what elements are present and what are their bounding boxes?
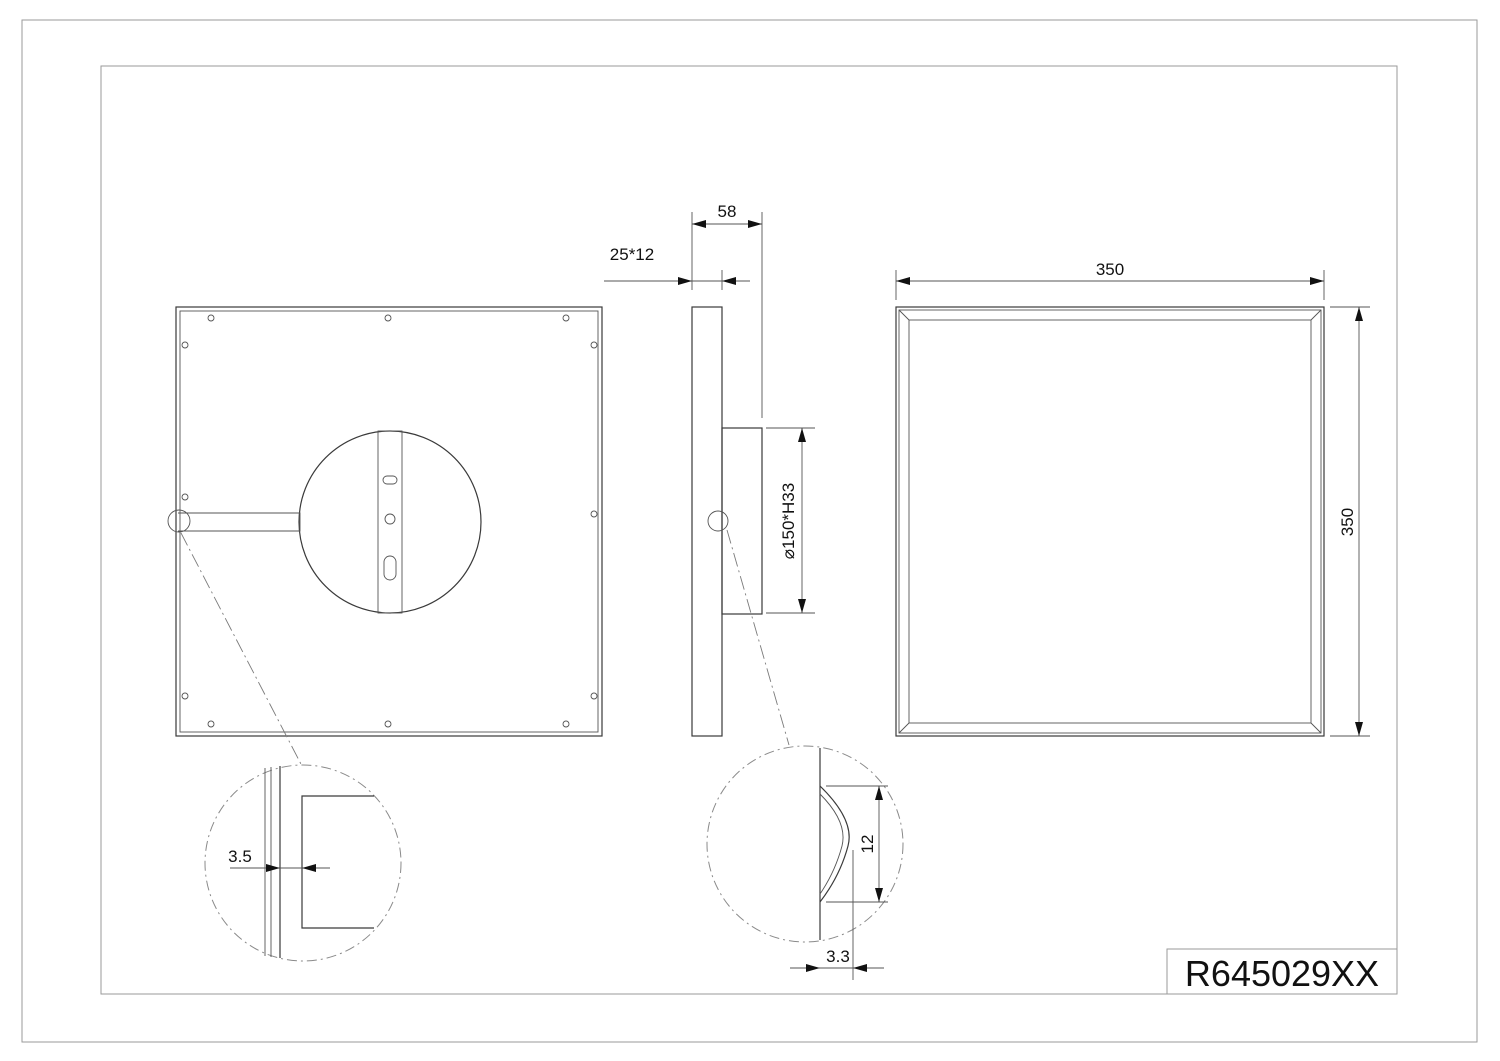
title-block: R645029XX [1166, 948, 1398, 995]
outer-border [21, 19, 1478, 1043]
dim-detail-right-width: 3.3 [826, 947, 850, 966]
drawing-frame [100, 65, 1398, 995]
side-view: 58 25*12 ⌀150*H33 [604, 202, 815, 746]
mounting-screws [181, 314, 598, 728]
side-panel [691, 306, 723, 737]
dim-canopy: ⌀150*H33 [779, 483, 798, 559]
detail-right: 12 3.3 [706, 745, 904, 980]
front-frame-inner [908, 319, 1312, 724]
back-view [167, 306, 603, 767]
mounting-bracket [377, 430, 403, 614]
model-code: R645029XX [1185, 953, 1379, 994]
canopy-plate [298, 430, 482, 614]
dim-detail-left: 3.5 [228, 847, 252, 866]
detail-left: 3.5 [204, 764, 402, 962]
front-view: 350 350 [895, 260, 1370, 737]
front-frame-outer [895, 306, 1325, 737]
dim-depth: 58 [718, 202, 737, 221]
side-canopy [721, 427, 763, 615]
dim-detail-right-height: 12 [858, 835, 877, 854]
dim-width: 350 [1096, 260, 1124, 279]
dim-profile: 25*12 [610, 245, 654, 264]
cable-channel [178, 512, 301, 532]
dim-height: 350 [1338, 508, 1357, 536]
